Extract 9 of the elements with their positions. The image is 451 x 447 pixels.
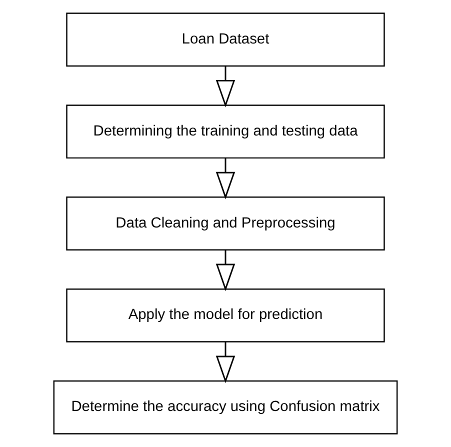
- arrow: [216, 342, 236, 384]
- node-box: Determine the accuracy using Confusion matrix: [53, 380, 398, 434]
- arrow: [216, 66, 236, 108]
- arrow: [216, 158, 236, 200]
- node-box: Apply the model for prediction: [66, 288, 385, 342]
- arrow: [216, 250, 236, 292]
- node-box: Determining the training and testing data: [66, 104, 385, 159]
- node-box: Data Cleaning and Preprocessing: [66, 196, 385, 250]
- node-box: Loan Dataset: [66, 12, 385, 67]
